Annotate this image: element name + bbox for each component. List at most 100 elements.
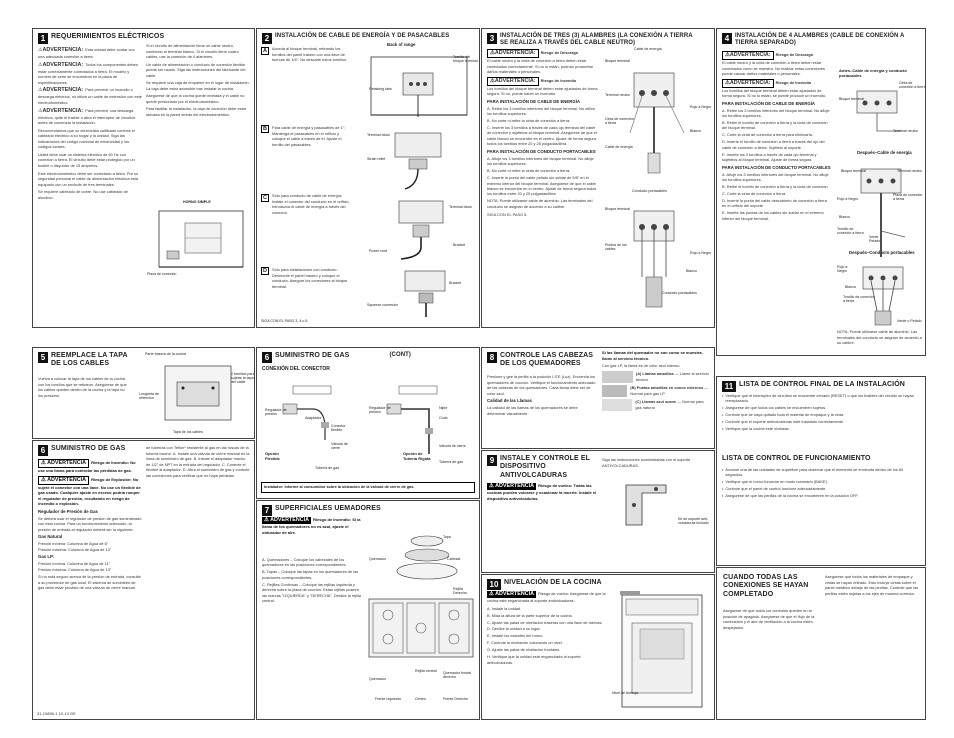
front-left-label: Frente Izquierdo — [375, 697, 402, 701]
cap-label: Tapa — [443, 535, 451, 539]
burner-label: Quemador — [369, 557, 386, 561]
section-number: 4 — [722, 33, 732, 44]
section-title: REEMPLACE LA TAPA DE LOS CABLES — [51, 352, 128, 368]
section-title: CONTROLE LAS CABEZAS DE LOS QUEMADORES — [500, 352, 593, 368]
section-number: 1 — [38, 33, 48, 44]
section-title: SUMINISTRO DE GAS — [51, 445, 126, 452]
step-item: B. Mida la altura de la parte superior d… — [487, 612, 573, 618]
step-item: H. Verifique que la unidad esté engancha… — [487, 654, 581, 665]
paragraph: Si el circuito de alimentación tiene un … — [146, 43, 239, 60]
pressure-values: Presión mínima: Columna de Agua de 11" P… — [38, 561, 112, 572]
warning-text: Para prevenir una descarga eléctrica, qu… — [38, 107, 136, 126]
paragraph: Presione y gire la perilla a la posición… — [487, 374, 596, 396]
section-6-cont-header: 6 SUMINISTRO DE GAS (CONT) — [262, 352, 474, 363]
warning-3: ⚠ADVERTENCIA:Para prevenir un incendio o… — [38, 87, 142, 105]
after-cord-diagram — [860, 168, 906, 257]
paragraph: Este electrodoméstico debe ser conectado… — [38, 170, 139, 187]
grates-diagram — [368, 598, 474, 658]
warning-triangle-icon: ⚠ ADVERTENCIA — [38, 459, 90, 469]
step-c-marker: C — [261, 194, 269, 202]
paragraph: Se requiere una caja de empalme en el lu… — [146, 80, 250, 91]
step-item: C. Corte la cinta de conexión a tierra. — [722, 190, 787, 196]
step-a-text: Acceda al bloque terminal, retirando los… — [272, 46, 348, 63]
before-label: Antes–Cable de energía y conducto portac… — [839, 68, 907, 78]
function-checklist-title: LISTA DE CONTROL DE FUNCIONAMIENTO — [722, 455, 871, 462]
step-d-text: Sólo para instalaciones con conducto: De… — [272, 267, 348, 289]
step-item: C. Corte la cinta de conexión a tierra p… — [722, 132, 813, 138]
step-item: C. Ajuste las patas de nivelación traser… — [487, 619, 603, 625]
power-cord-label: Power cord — [369, 249, 388, 253]
checklist-item: •Controle que el panel de control funcio… — [722, 486, 827, 492]
subheading: PARA INSTALACIÓN DE CABLE DE ENERGÍA — [722, 100, 816, 106]
checklist-item: •Controle que el soporte antivolcaduras … — [722, 419, 845, 425]
section-6-continued: 6 SUMINISTRO DE GAS (CONT) CONEXIÓN DEL … — [256, 347, 480, 499]
white-label: Blanco — [845, 285, 856, 289]
checklist-item: •Verifique que el interruptor de circuit… — [722, 393, 914, 404]
warning-label: ADVERTENCIA: — [42, 107, 84, 115]
shutoff-valve-label: Válvula de cierre — [439, 444, 466, 448]
ground-strap-label: Cinta de conexión a tierra — [605, 117, 634, 126]
paragraph: Un cable de alimentación o conducto de c… — [146, 61, 246, 78]
paragraph: La calidad de las llamas de los quemador… — [487, 404, 578, 416]
elbow-label: Codo — [439, 416, 448, 420]
subheading: Gas Natural — [38, 534, 63, 540]
section-number: 8 — [487, 352, 497, 363]
terminal-block-label: Terminal block — [449, 205, 472, 209]
warning-triangle-icon: ⚠ — [38, 61, 43, 68]
neutral-terminal-label: Terminal neutro — [897, 169, 922, 173]
terminal-block-label: Bloque terminal — [839, 97, 864, 101]
rigid-option-label: Opción de Tubería Rígida — [403, 451, 431, 461]
checklist-item: •Verifique que el horno funcione en modo… — [722, 479, 828, 485]
red-black-label: Rojo a Negro — [837, 265, 848, 274]
step-item: A. Instale la unidad. — [487, 605, 522, 611]
section-11-header: 11 LISTA DE CONTROL FINAL DE LA INSTALAC… — [722, 381, 920, 392]
section-title: INSTALE Y CONTROLE EL DISPOSITIVO ANTIVO… — [500, 455, 590, 479]
wire-ends-label: Puntos de los cables — [605, 243, 627, 252]
section-2-cable-install: 2 INSTALACIÓN DE CABLE DE ENERGÍA Y DE P… — [256, 28, 480, 328]
neutral-terminal-label: Terminal neutro — [605, 93, 630, 97]
flexible-option-label: Opción Flexible — [265, 451, 280, 461]
warning-triangle-icon: ⚠ ADVERTENCIA — [262, 517, 312, 525]
warning-triangle-icon: ⚠ADVERTENCIA: — [487, 49, 539, 59]
conduit-label: Conducto portacables — [632, 189, 667, 193]
section-title: INSTALACIÓN DE CABLE DE ENERGÍA Y DE PAS… — [275, 33, 450, 39]
section-number: 2 — [262, 33, 272, 44]
warning-text: Esta unidad debe contar con una adecuada… — [38, 47, 135, 60]
warning-1: ⚠ADVERTENCIA:Esta unidad debe contar con… — [38, 47, 142, 60]
retaining-tabs-label: Retaining tabs — [369, 87, 392, 91]
section-1-col-1: ⚠ ADVERTENCIA: Esta unidad debe contar con… — [38, 47, 142, 202]
step-item: C. Rejillas Continuas – Coloque las reji… — [262, 581, 361, 604]
step-item: C. Inserte los 3 tornillos a través de c… — [487, 124, 597, 147]
gas-pipe-label: Tubería de gas — [439, 460, 464, 464]
white-label: Blanco — [690, 129, 701, 133]
section-title: SUMINISTRO DE GAS — [275, 352, 350, 359]
checklist-item: •Controle que se haya quitado todo el ma… — [722, 412, 845, 418]
flame-heading: Si las llamas del quemador no son como s… — [602, 350, 703, 361]
step-item: B. No corte ni retire la cinta de conexi… — [487, 168, 571, 174]
terminal-screw-label: Tornillo del bloque terminal — [453, 55, 478, 64]
warning-text: Para prevenir un incendio o descarga elé… — [38, 87, 142, 106]
bubble-level-label: Nivel de burbuja — [612, 691, 638, 695]
paragraph: Vuelva a colocar la tapa de los cables d… — [38, 376, 127, 398]
front-right-burner-label: Quemador frontal derecho — [443, 671, 471, 680]
step-d-marker: D — [261, 267, 269, 275]
step-item: D. Deslice la unidad a su lugar. — [487, 626, 541, 632]
section-1-electrical-requirements: 1 REQUERIMIENTOS ELÉCTRICOS ⚠ADVERTENCIA… — [32, 28, 255, 328]
section-4-header: 4 INSTALACIÓN DE 4 ALAMBRES (CABLE DE CO… — [722, 33, 920, 47]
placa-label: Placa de conexión — [147, 272, 177, 276]
center-grate-label: Rejilla central — [415, 669, 437, 673]
step-item: A. Quemadores – Coloque los cabezales de… — [262, 557, 347, 568]
section-title: INSTALACIÓN DE 4 ALAMBRES (CABLE DE CONE… — [735, 33, 905, 47]
green-bare-label: Verde Pelado — [869, 235, 881, 244]
burner-cap-diagram — [396, 535, 458, 580]
step-item: D. Inserte la punta del cable descubiert… — [722, 197, 827, 209]
step-item: B. Retire el tornillo de conexión a tier… — [722, 120, 828, 131]
paragraph: Recomendamos que un electricista calific… — [38, 127, 135, 150]
step-b-text: Para cable de energía y pasacables de 1"… — [272, 125, 346, 147]
